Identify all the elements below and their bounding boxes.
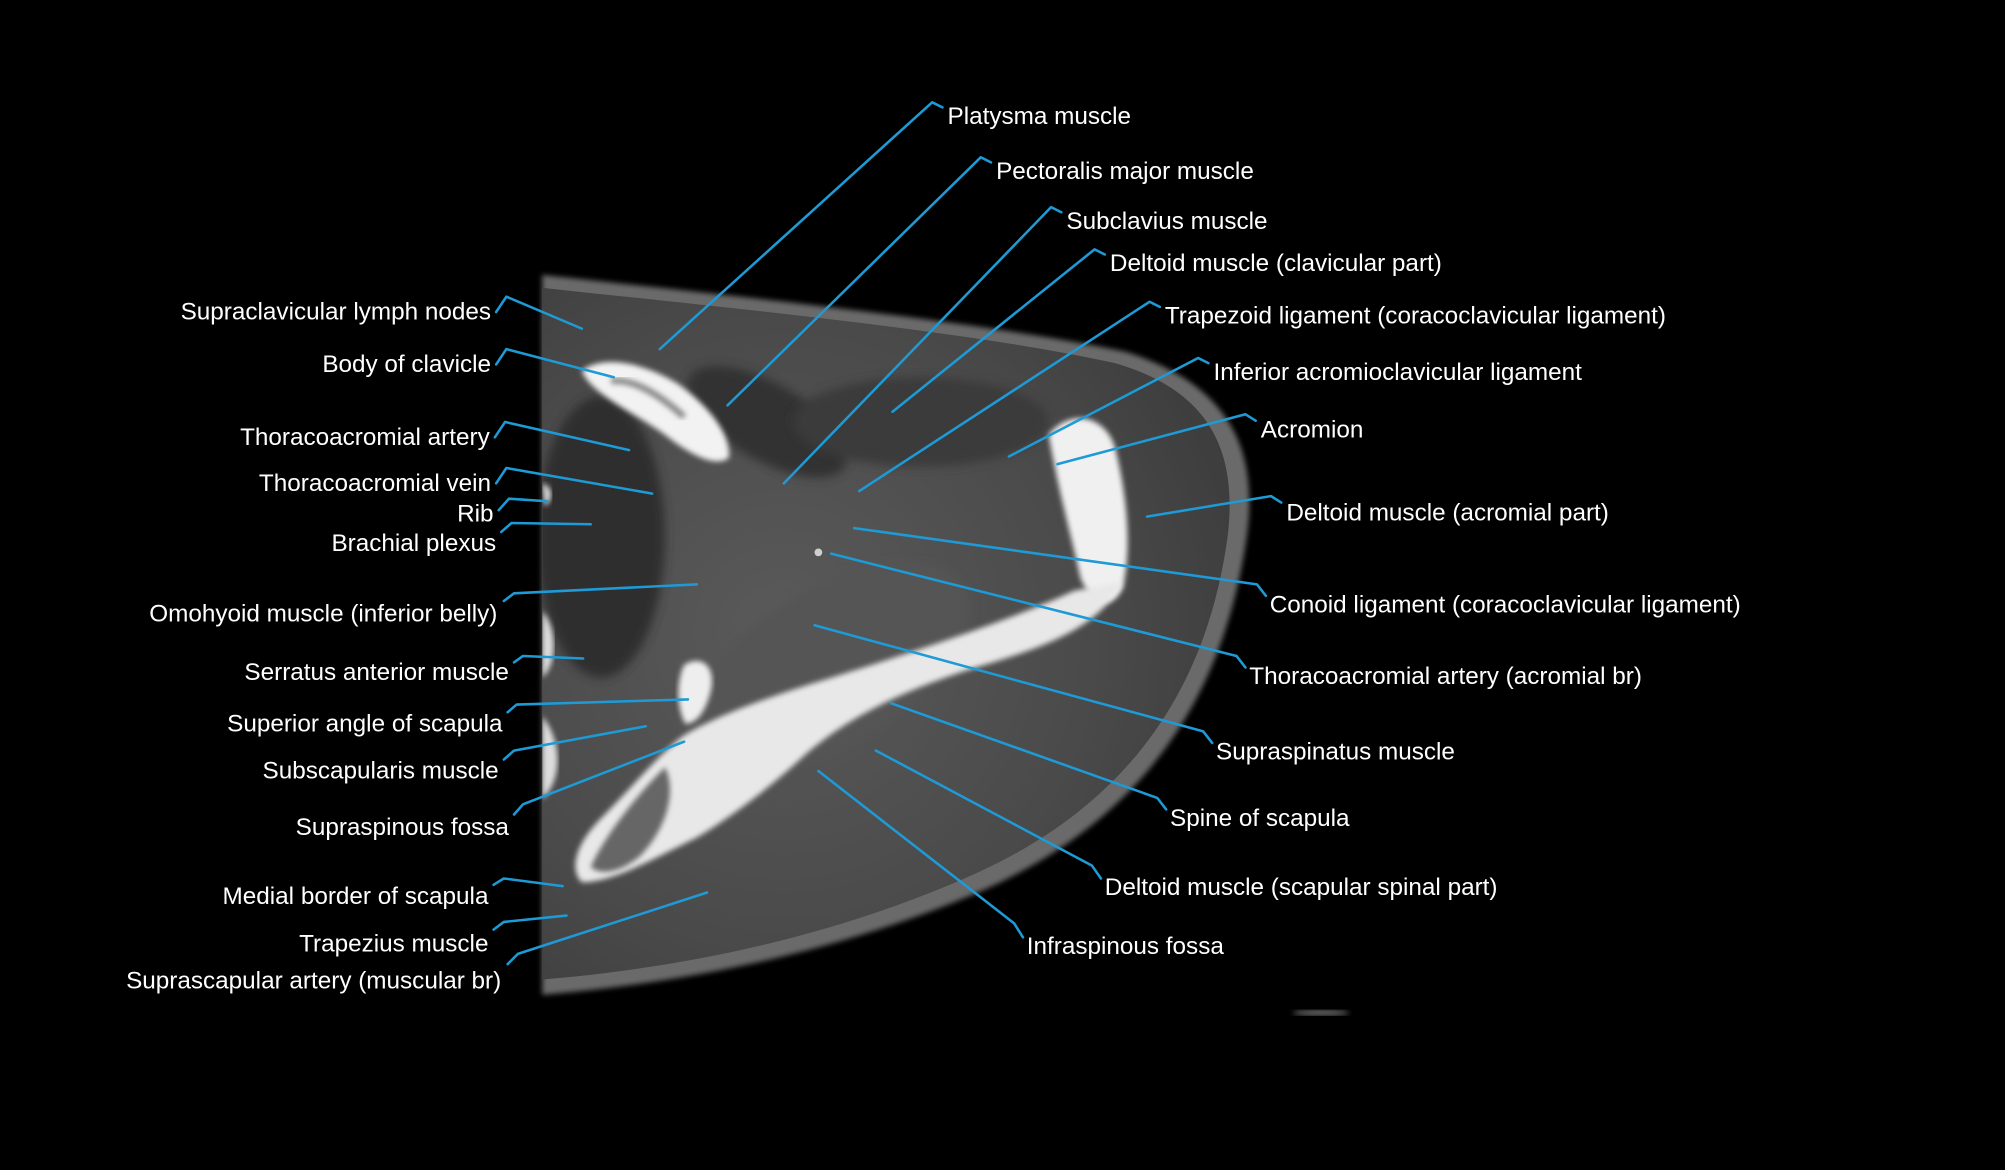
trapezius-muscle-leader-line [492, 914, 568, 931]
label-supraspinatus-muscle: Supraspinatus muscle [1216, 739, 1455, 766]
deltoid-muscle-scapular-spinal-part-leader-line [874, 749, 1103, 880]
label-subscapularis-muscle: Subscapularis muscle [263, 758, 499, 785]
label-omohyoid-muscle-inferior-belly: Omohyoid muscle (inferior belly) [149, 600, 497, 627]
label-body-of-clavicle: Body of clavicle [322, 351, 491, 378]
superior-angle-bone [678, 660, 712, 724]
label-trapezius-muscle: Trapezius muscle [299, 930, 488, 957]
label-acromion: Acromion [1261, 416, 1364, 443]
label-deltoid-muscle-clavicular-part: Deltoid muscle (clavicular part) [1110, 250, 1442, 277]
supraspinatus-muscle-leader-line [813, 624, 1214, 745]
subclavius-muscle-leader-line [782, 205, 1063, 485]
suprascapular-artery-muscular-br-leader-line [506, 891, 709, 966]
label-inferior-acromioclavicular-ligament: Inferior acromioclavicular ligament [1213, 359, 1582, 386]
label-conoid-ligament: Conoid ligament (coracoclavicular ligame… [1270, 591, 1741, 618]
conoid-ligament-leader-line [852, 526, 1268, 598]
brachial-plexus-leader-line [499, 521, 593, 534]
scan-artifact [1292, 1010, 1350, 1016]
label-thoracoacromial-artery-acromial-br: Thoracoacromial artery (acromial br) [1249, 663, 1642, 690]
inferior-acromioclavicular-ligament-leader-line [1007, 356, 1210, 458]
scapula-bone [575, 581, 1123, 883]
thoracoacromial-artery-leader-line [493, 420, 631, 452]
label-subclavius-muscle: Subclavius muscle [1066, 208, 1267, 235]
serratus-anterior-muscle-leader-line [512, 654, 585, 664]
acromion-leader-line [1056, 413, 1257, 466]
label-infraspinous-fossa: Infraspinous fossa [1027, 933, 1225, 960]
deltoid-muscle-acromial-part-leader-line [1145, 494, 1283, 518]
clavicle-bone [581, 362, 730, 462]
label-supraspinous-fossa: Supraspinous fossa [296, 814, 510, 841]
thoracoacromial-artery-acromial-br-leader-line [829, 552, 1247, 669]
label-superior-angle-of-scapula: Superior angle of scapula [227, 710, 503, 737]
label-pectoralis-major-muscle: Pectoralis major muscle [996, 158, 1254, 185]
leader-lines [492, 101, 1283, 966]
omohyoid-muscle-inferior-belly-leader-line [502, 583, 699, 603]
medial-border-of-scapula-leader-line [492, 877, 564, 888]
label-spine-of-scapula: Spine of scapula [1170, 805, 1350, 832]
pectoralis-major-muscle-leader-line [726, 156, 993, 407]
supraspinous-fossa-leader-line [512, 740, 686, 816]
label-brachial-plexus: Brachial plexus [331, 530, 496, 557]
platysma-muscle-leader-line [658, 101, 944, 351]
label-trapezoid-ligament: Trapezoid ligament (coracoclavicular lig… [1165, 303, 1666, 330]
body-of-clavicle-leader-line [494, 347, 616, 379]
rib-leader-line [497, 497, 549, 512]
ct-scan-image [542, 274, 1350, 1016]
label-thoracoacromial-vein: Thoracoacromial vein [259, 470, 491, 497]
label-deltoid-muscle-scapular-spinal-part: Deltoid muscle (scapular spinal part) [1105, 874, 1498, 901]
deltoid-muscle-clavicular-part-leader-line [891, 248, 1107, 414]
trapezoid-ligament-leader-line [858, 300, 1162, 493]
label-deltoid-muscle-acromial-part: Deltoid muscle (acromial part) [1286, 499, 1609, 526]
thoracoacromial-vein-leader-line [494, 466, 654, 495]
acromion-bone [1048, 418, 1128, 603]
label-medial-border-of-scapula: Medial border of scapula [223, 883, 489, 910]
label-rib: Rib [457, 501, 493, 528]
subscapularis-muscle-leader-line [502, 725, 648, 761]
label-suprascapular-artery-muscular-br: Suprascapular artery (muscular br) [126, 967, 501, 994]
infraspinous-fossa-leader-line [817, 769, 1025, 939]
label-platysma-muscle: Platysma muscle [948, 103, 1132, 130]
spine-of-scapula-leader-line [889, 702, 1168, 811]
supraclavicular-lymph-nodes-leader-line [494, 295, 584, 330]
label-thoracoacromial-artery: Thoracoacromial artery [240, 424, 491, 451]
label-serratus-anterior-muscle: Serratus anterior muscle [244, 659, 509, 686]
label-supraclavicular-lymph-nodes: Supraclavicular lymph nodes [181, 299, 491, 326]
superior-angle-of-scapula-leader-line [506, 698, 690, 714]
